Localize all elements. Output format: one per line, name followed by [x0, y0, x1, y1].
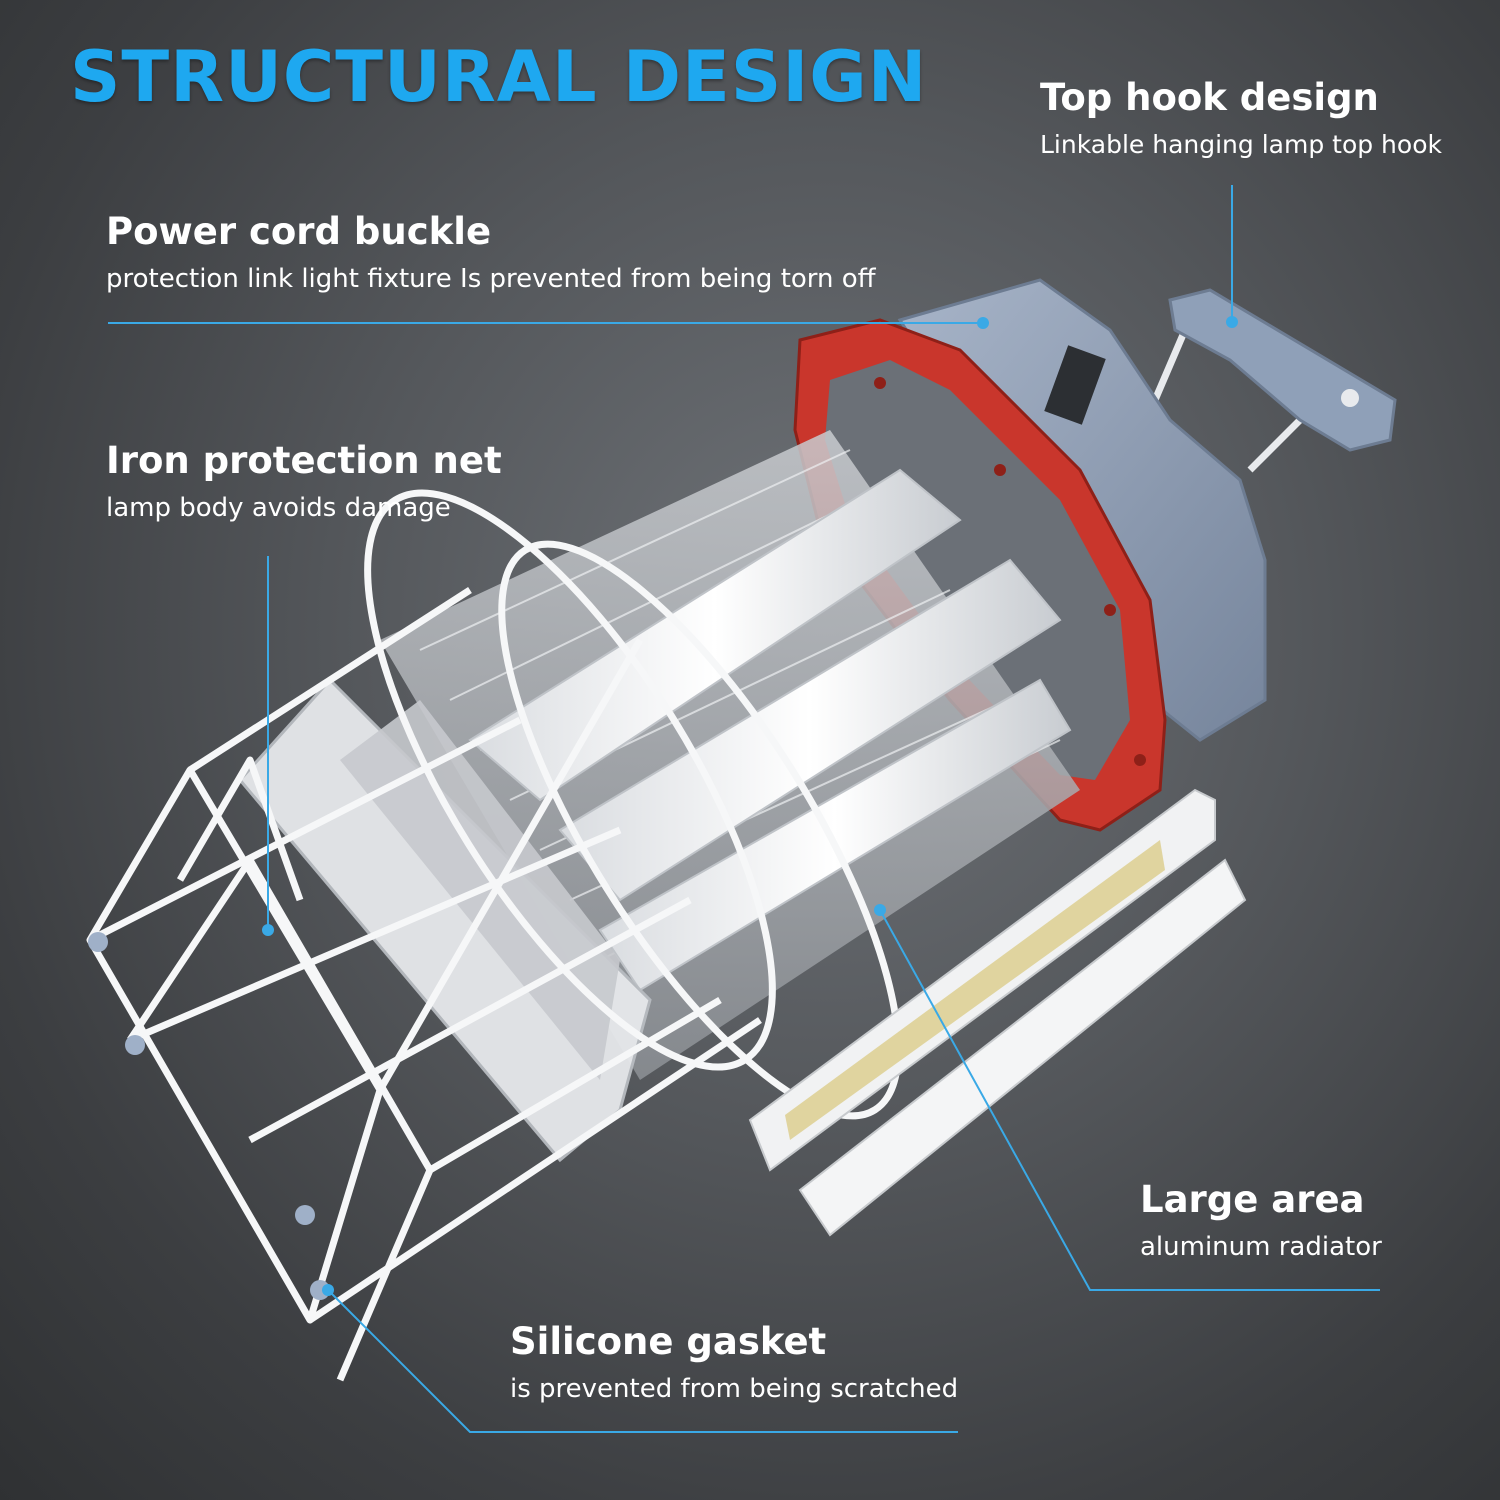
callout-description: aluminum radiator — [1140, 1232, 1382, 1262]
top-hook — [1151, 288, 1397, 473]
page-title: STRUCTURAL DESIGN — [70, 36, 928, 118]
iron-protection-cage — [86, 489, 902, 1382]
callout-description: Linkable hanging lamp top hook — [1040, 130, 1442, 159]
callout-heading: Top hook design — [1040, 76, 1379, 119]
callout-heading: Large area — [1140, 1178, 1365, 1221]
callout-top-hook: Top hook design Linkable hanging lamp to… — [1040, 76, 1442, 162]
callout-iron-protection-net: Iron protection net lamp body avoids dam… — [106, 439, 502, 525]
callout-description: lamp body avoids damage — [106, 493, 451, 523]
callout-large-area: Large area aluminum radiator — [1140, 1178, 1382, 1264]
callout-heading: Silicone gasket — [510, 1320, 827, 1363]
callout-description: protection link light fixture Is prevent… — [106, 264, 876, 294]
callout-description: is prevented from being scratched — [510, 1374, 959, 1404]
callout-heading: Power cord buckle — [106, 210, 492, 253]
callout-power-cord-buckle: Power cord buckle protection link light … — [106, 210, 876, 296]
callout-silicone-gasket: Silicone gasket is prevented from being … — [510, 1320, 958, 1406]
red-gasket-ring — [793, 318, 1167, 832]
callout-heading: Iron protection net — [106, 439, 502, 482]
